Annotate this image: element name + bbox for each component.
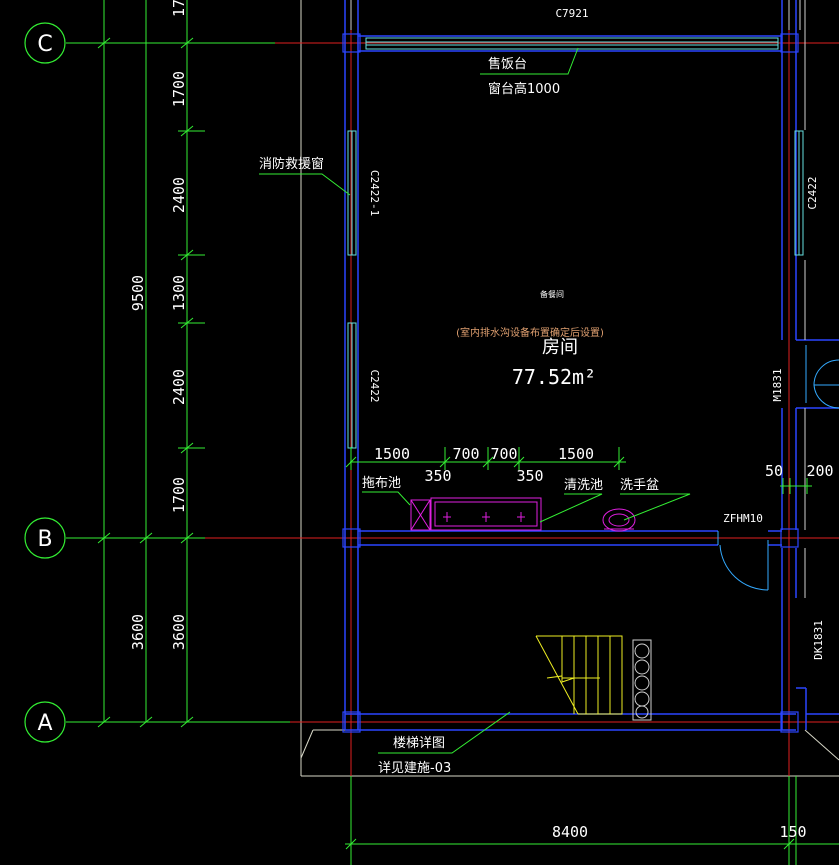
dim-seg-5: 1700 — [170, 477, 188, 513]
dim-inner-bottom: 3600 — [170, 614, 188, 650]
site-boundary — [300, 0, 839, 777]
leader-lines — [259, 47, 691, 754]
door-right-m1831 — [805, 345, 839, 409]
columns — [342, 33, 799, 733]
door-fire-zfhm10 — [717, 531, 769, 591]
dim-h-350-left: 350 — [424, 467, 451, 485]
dim-outer-bottom: 3600 — [129, 614, 147, 650]
dim-h-200: 200 — [806, 462, 833, 480]
dim-seg-2: 2400 — [170, 177, 188, 213]
dim-outer-total: 9500 — [129, 275, 147, 311]
stair-railing-posts — [632, 639, 652, 721]
wash-sink — [430, 497, 542, 531]
dim-h-150: 150 — [779, 823, 806, 841]
label-stair-detail: 楼梯详图 — [393, 736, 445, 751]
room-note: (室内排水沟设备布置确定后设置) — [456, 326, 604, 339]
horizontal-dimension-upper — [345, 447, 812, 494]
window-left-lower — [347, 322, 357, 449]
axis-label-a: A — [37, 711, 52, 736]
label-fire-rescue-window: 消防救援窗 — [259, 156, 324, 172]
dim-h-1500-right: 1500 — [558, 445, 594, 463]
door-label-zfhm10: ZFHM10 — [723, 512, 763, 525]
window-label-left-upper: C2422-1 — [368, 170, 381, 216]
dim-h-50: 50 — [765, 462, 783, 480]
axis-bubble-a: A — [24, 701, 66, 743]
dim-h-700-left: 700 — [452, 445, 479, 463]
axis-label-b: B — [37, 527, 52, 552]
room-function: 备餐间 — [540, 289, 564, 299]
stair — [535, 635, 623, 715]
window-right-upper — [794, 130, 804, 256]
wall-core-lines — [350, 0, 806, 598]
dim-h-8400: 8400 — [552, 823, 588, 841]
dim-top-partial: 17 — [170, 0, 188, 17]
label-wash-sink: 清洗池 — [564, 478, 603, 493]
walls — [344, 0, 839, 731]
axis-bubble-c: C — [24, 22, 66, 64]
room-area: 77.52m² — [512, 365, 596, 389]
window-label-top: C7921 — [555, 7, 588, 20]
vertical-dimension-labels: 9500 3600 17 1700 2400 1300 2400 1700 36… — [129, 0, 188, 650]
label-stair-reference: 详见建施-03 — [378, 761, 451, 776]
door-label-m1831: M1831 — [771, 368, 784, 401]
axis-label-c: C — [37, 32, 52, 57]
label-serving-counter: 售饭台 — [488, 56, 527, 72]
room-name: 房间 — [542, 337, 578, 358]
hand-basin — [602, 508, 636, 532]
dim-h-1500-left: 1500 — [374, 445, 410, 463]
dim-h-350-right: 350 — [516, 467, 543, 485]
mop-sink — [410, 499, 431, 531]
vertical-dimension-chains — [97, 0, 205, 728]
dim-h-700-right: 700 — [490, 445, 517, 463]
horizontal-dimension-upper-labels: 1500 700 700 1500 350 350 50 200 — [374, 445, 834, 485]
annotations: 售饭台 窗台高1000 消防救援窗 拖布池 清洗池 洗手盆 楼梯详图 详见建施-… — [259, 56, 659, 776]
dim-seg-1: 1700 — [170, 71, 188, 107]
label-hand-basin: 洗手盆 — [620, 478, 659, 493]
door-label-dk1831: DK1831 — [812, 620, 825, 660]
dim-seg-3: 1300 — [170, 275, 188, 311]
horizontal-dimension-bottom-labels: 8400 150 — [552, 823, 807, 841]
label-mop-sink: 拖布池 — [362, 476, 401, 491]
axis-bubble-b: B — [24, 517, 66, 559]
dim-seg-4: 2400 — [170, 369, 188, 405]
horizontal-dimension-bottom — [345, 776, 839, 865]
window-top-c7921 — [365, 37, 779, 50]
window-label-left-lower: C2422 — [368, 369, 381, 402]
label-sill-height: 窗台高1000 — [488, 81, 560, 97]
window-label-right-upper: C2422 — [806, 176, 819, 209]
